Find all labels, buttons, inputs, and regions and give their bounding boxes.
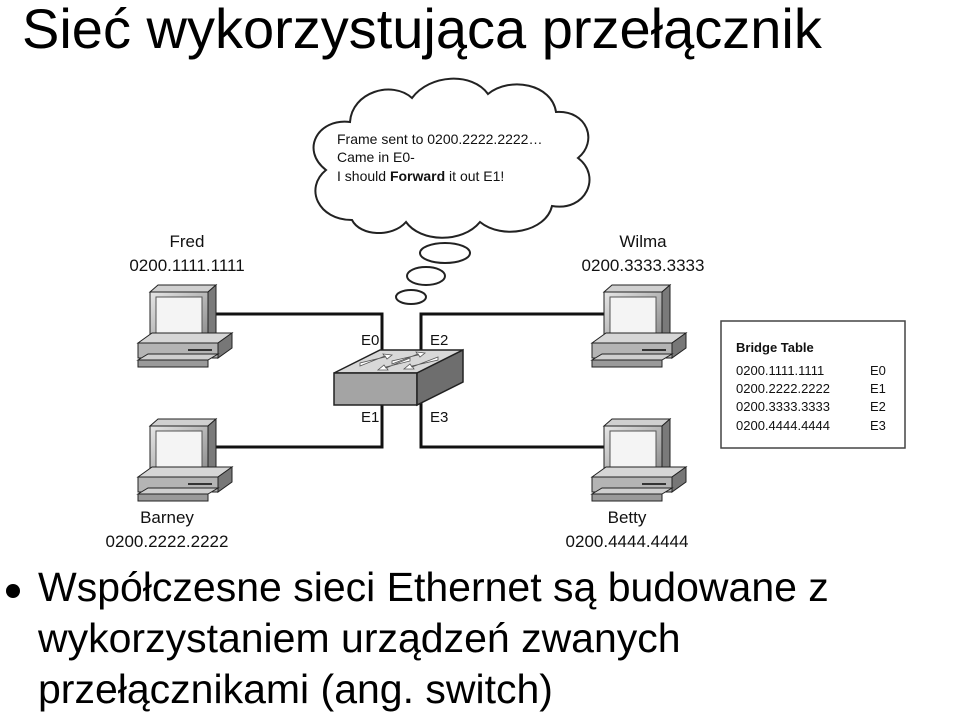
- computer-icon: [590, 417, 688, 502]
- computer-wilma: Wilma 0200.3333.3333: [582, 232, 705, 368]
- bridge-table-row: 0200.2222.2222 E1: [736, 381, 886, 396]
- switch-arrows-icon: [359, 351, 439, 371]
- bullet-marker: [6, 584, 20, 598]
- bridge-table-row: 0200.4444.4444 E3: [736, 418, 886, 433]
- bridge-table-row: 0200.1111.1111 E0: [736, 363, 886, 378]
- wilma-address: 0200.3333.3333: [582, 256, 705, 275]
- fred-name: Fred: [170, 232, 205, 251]
- betty-name: Betty: [608, 508, 647, 527]
- bridge-table: Bridge Table 0200.1111.1111 E0 0200.2222…: [720, 320, 906, 449]
- switch-device: [333, 348, 464, 407]
- barney-address: 0200.2222.2222: [106, 532, 229, 551]
- cable-barney: [215, 398, 384, 449]
- wilma-name: Wilma: [619, 232, 667, 251]
- cloud-line-3: I should Forward it out E1!: [337, 168, 504, 184]
- computer-icon: [136, 283, 234, 368]
- thought-bubble-large: [419, 242, 471, 264]
- port-label-e0: E0: [361, 332, 379, 349]
- computer-icon: [136, 417, 234, 502]
- betty-address: 0200.4444.4444: [566, 532, 689, 551]
- bullet-text: Współczesne sieci Ethernet są budowane z…: [38, 564, 829, 712]
- thought-cloud: Frame sent to 0200.2222.2222… Came in E0…: [312, 77, 591, 239]
- bridge-table-title: Bridge Table: [736, 340, 814, 355]
- bridge-table-mac: 0200.2222.2222: [736, 381, 830, 396]
- cloud-line-3-start: I should: [337, 168, 390, 184]
- cable-betty: [419, 398, 628, 449]
- thought-bubble-medium: [406, 266, 446, 286]
- barney-name: Barney: [140, 508, 194, 527]
- cloud-line-1: Frame sent to 0200.2222.2222…: [337, 131, 542, 147]
- thought-bubble-small: [395, 289, 427, 305]
- computer-fred: Fred 0200.1111.1111: [129, 232, 245, 368]
- port-label-e2: E2: [430, 332, 448, 349]
- fred-address: 0200.1111.1111: [129, 256, 244, 275]
- slide-title: Sieć wykorzystująca przełącznik: [22, 0, 822, 60]
- bridge-table-mac: 0200.4444.4444: [736, 418, 830, 433]
- bridge-table-port: E3: [870, 418, 886, 433]
- switch-network-diagram: Frame sent to 0200.2222.2222… Came in E0…: [106, 77, 906, 551]
- computer-icon: [590, 283, 688, 368]
- port-label-e3: E3: [430, 409, 448, 426]
- bridge-table-port: E1: [870, 381, 886, 396]
- port-label-e1: E1: [361, 409, 379, 426]
- bridge-table-mac: 0200.1111.1111: [736, 363, 824, 378]
- bridge-table-port: E0: [870, 363, 886, 378]
- cable-fred: [215, 312, 384, 368]
- cloud-line-2: Came in E0-: [337, 149, 415, 165]
- bridge-table-mac: 0200.3333.3333: [736, 399, 830, 414]
- computer-barney: Barney 0200.2222.2222: [106, 417, 234, 551]
- bridge-table-row: 0200.3333.3333 E2: [736, 399, 886, 414]
- computer-betty: Betty 0200.4444.4444: [566, 417, 689, 551]
- bridge-table-port: E2: [870, 399, 886, 414]
- cloud-line-3-bold: Forward: [390, 168, 445, 184]
- cloud-line-3-end: it out E1!: [445, 168, 504, 184]
